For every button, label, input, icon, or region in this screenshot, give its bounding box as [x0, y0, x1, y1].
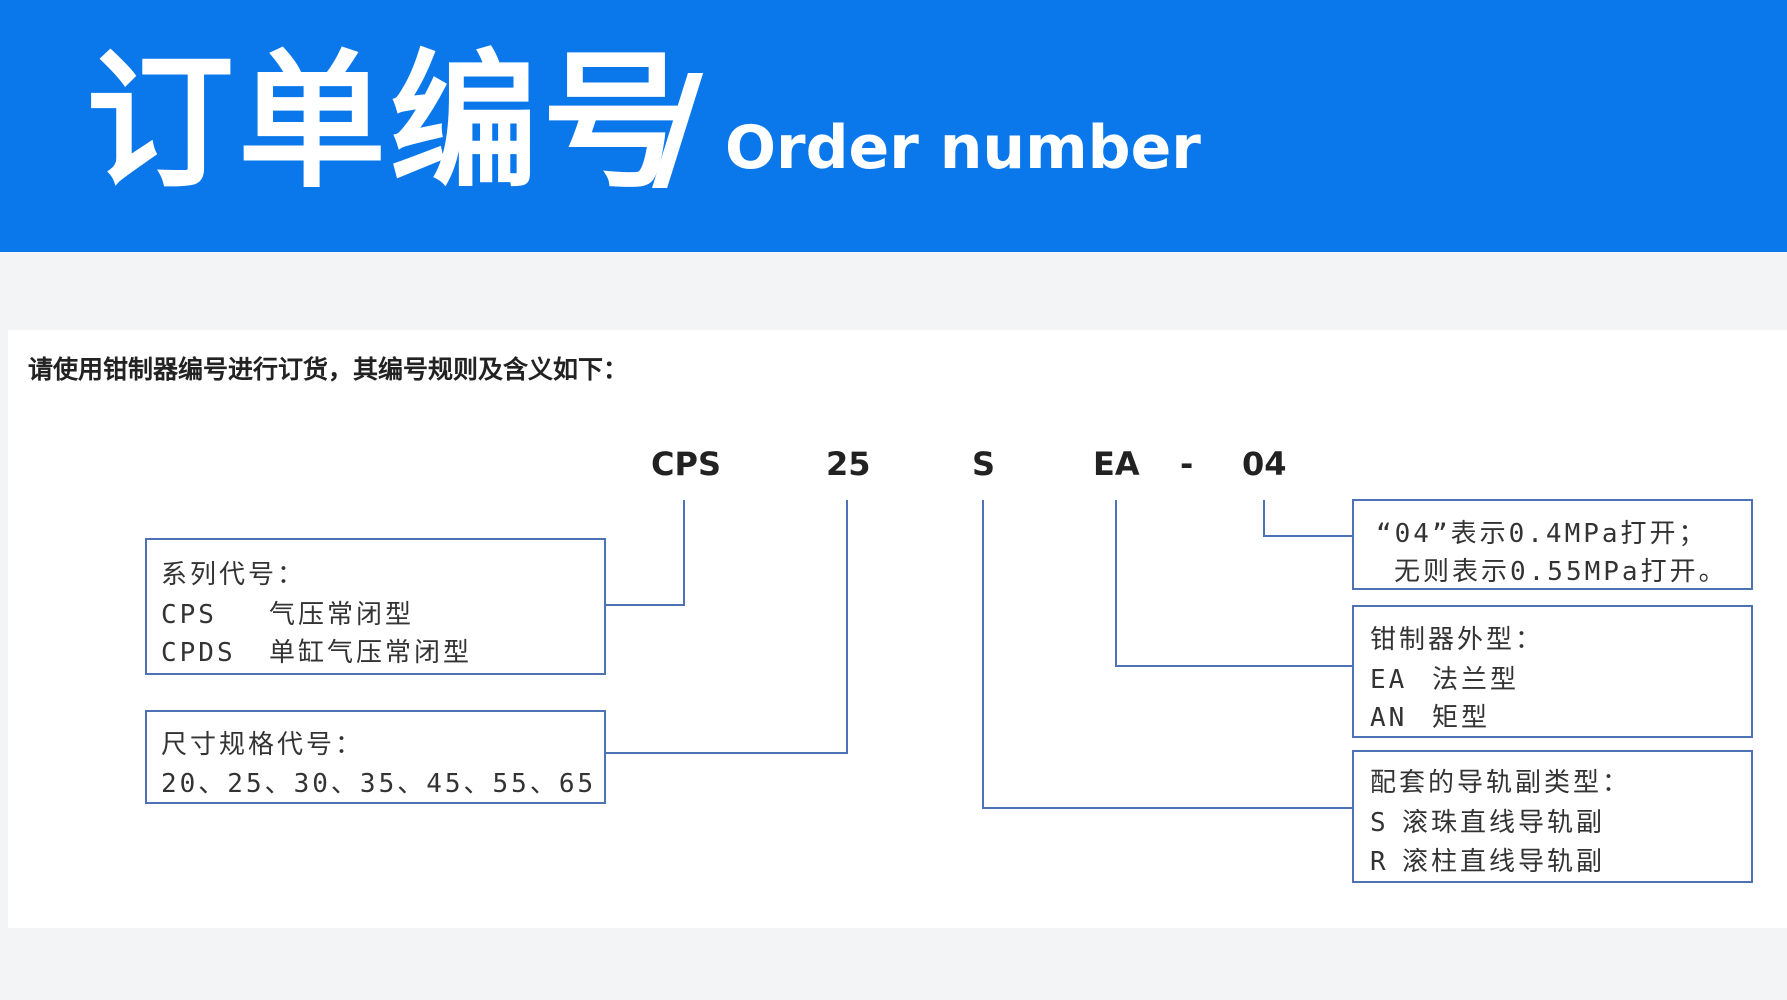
- code-part-rail: S: [972, 445, 996, 483]
- shape-desc: 法兰型: [1432, 665, 1520, 695]
- rail-row: R 滚柱直线导轨副: [1370, 841, 1605, 878]
- series-code-box: 系列代号： CPS 气压常闭型 CPDS 单缸气压常闭型: [145, 538, 606, 675]
- pressure-line-2: 无则表示0.55MPa打开。: [1394, 557, 1728, 587]
- code-part-size: 25: [826, 445, 871, 483]
- rail-desc: 滚珠直线导轨副: [1402, 808, 1606, 838]
- series-row: CPDS 单缸气压常闭型: [161, 632, 472, 669]
- series-desc: 单缸气压常闭型: [269, 638, 473, 668]
- shape-row: AN 矩型: [1370, 697, 1490, 734]
- shape-code: EA: [1370, 665, 1408, 695]
- series-title: 系列代号：: [161, 560, 307, 590]
- intro-text: 请使用钳制器编号进行订货，其编号规则及含义如下：: [28, 355, 629, 384]
- connector-size: [604, 500, 848, 754]
- code-part-shape: EA: [1093, 445, 1140, 483]
- connector-rail: [982, 500, 1352, 809]
- rail-code: S: [1370, 808, 1389, 838]
- size-title: 尺寸规格代号：: [161, 730, 365, 760]
- rail-desc: 滚柱直线导轨副: [1402, 847, 1606, 877]
- connector-pressure: [1263, 500, 1352, 537]
- size-values: 20、25、30、35、45、55、65: [161, 769, 597, 799]
- title-slash: /: [652, 46, 704, 209]
- shape-box: 钳制器外型： EA 法兰型 AN 矩型: [1352, 605, 1753, 738]
- shape-desc: 矩型: [1432, 703, 1491, 733]
- connector-shape: [1115, 500, 1352, 667]
- series-code: CPS: [161, 600, 217, 630]
- rail-box: 配套的导轨副类型： S 滚珠直线导轨副 R 滚柱直线导轨副: [1352, 750, 1753, 883]
- rail-title: 配套的导轨副类型：: [1370, 768, 1632, 798]
- code-part-dash: -: [1180, 445, 1194, 483]
- header-banner: 订单编号 / Order number: [0, 0, 1787, 252]
- page-title-en: Order number: [725, 113, 1201, 183]
- shape-title: 钳制器外型：: [1370, 625, 1545, 655]
- rail-code: R: [1370, 847, 1389, 877]
- rail-row: S 滚珠直线导轨副: [1370, 802, 1605, 839]
- shape-row: EA 法兰型: [1370, 659, 1519, 696]
- size-code-box: 尺寸规格代号： 20、25、30、35、45、55、65: [145, 710, 606, 804]
- pressure-line-1: “04”表示0.4MPa打开；: [1376, 519, 1708, 549]
- code-part-series: CPS: [651, 445, 721, 483]
- code-part-pressure: 04: [1242, 445, 1287, 483]
- series-row: CPS 气压常闭型: [161, 594, 414, 631]
- page-title-cn: 订单编号: [86, 36, 694, 208]
- connector-series: [604, 500, 685, 606]
- shape-code: AN: [1370, 703, 1408, 733]
- pressure-box: “04”表示0.4MPa打开； 无则表示0.55MPa打开。: [1352, 499, 1753, 590]
- series-desc: 气压常闭型: [269, 600, 415, 630]
- series-code: CPDS: [161, 638, 236, 668]
